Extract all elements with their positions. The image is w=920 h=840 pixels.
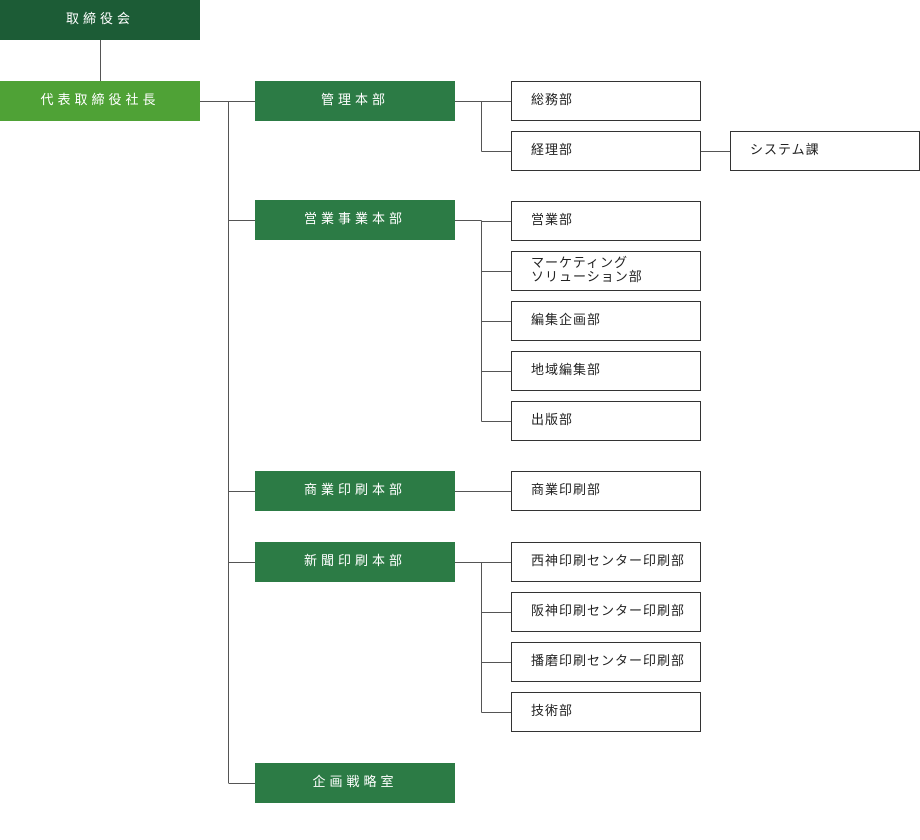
dept-regional-editorial: 地域編集部	[511, 351, 701, 391]
dept-sales: 営業部	[511, 201, 701, 241]
dept-seishin-printing: 西神印刷センター印刷部	[511, 542, 701, 582]
dept-hanshin-printing: 阪神印刷センター印刷部	[511, 592, 701, 632]
division-corporate-strategy: 企画戦略室	[255, 763, 455, 803]
dept-commercial-printing: 商業印刷部	[511, 471, 701, 511]
section-system: システム課	[730, 131, 920, 171]
dept-accounting: 経理部	[511, 131, 701, 171]
division-commercial-printing: 商業印刷本部	[255, 471, 455, 511]
dept-marketing-solutions: マーケティング ソリューション部	[511, 251, 701, 291]
dept-publishing: 出版部	[511, 401, 701, 441]
president-box: 代表取締役社長	[0, 81, 200, 121]
dept-technical: 技術部	[511, 692, 701, 732]
division-administration: 管理本部	[255, 81, 455, 121]
division-sales: 営業事業本部	[255, 200, 455, 240]
division-newspaper-printing: 新聞印刷本部	[255, 542, 455, 582]
board-of-directors-box: 取締役会	[0, 0, 200, 40]
dept-general-affairs: 総務部	[511, 81, 701, 121]
dept-harima-printing: 播磨印刷センター印刷部	[511, 642, 701, 682]
dept-editorial-planning: 編集企画部	[511, 301, 701, 341]
